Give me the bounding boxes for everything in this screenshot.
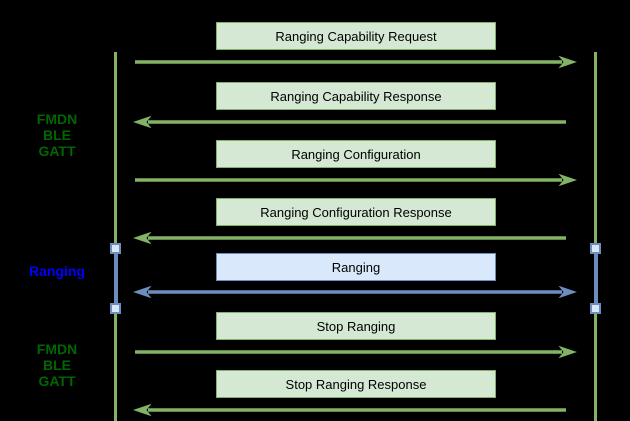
- phase-label-ranging: Ranging: [12, 263, 102, 279]
- message-box-ranging-configuration: Ranging Configuration: [216, 140, 496, 168]
- message-box-ranging-configuration-response: Ranging Configuration Response: [216, 198, 496, 226]
- message-label: Ranging: [331, 259, 381, 275]
- phase-label-fmdn-ble-gatt-bottom: FMDN BLE GATT: [12, 341, 102, 389]
- phase-label-line: GATT: [38, 143, 76, 159]
- message-box-stop-ranging-response: Stop Ranging Response: [216, 370, 496, 398]
- arrow-right-icon: [135, 173, 577, 187]
- phase-label-line: BLE: [43, 357, 71, 373]
- activation-node-right-bottom: [590, 303, 601, 314]
- ranging-activation-right: [593, 248, 598, 308]
- arrow-left-icon: [133, 115, 566, 129]
- message-box-ranging: Ranging: [216, 253, 496, 281]
- phase-label-line: BLE: [43, 127, 71, 143]
- arrow-right-icon: [135, 55, 577, 69]
- phase-label-line: GATT: [38, 373, 76, 389]
- phase-label-line: Ranging: [29, 263, 85, 279]
- lifeline-right: [594, 52, 597, 421]
- message-label: Ranging Configuration: [291, 146, 421, 162]
- arrow-right-icon: [135, 345, 577, 359]
- message-box-stop-ranging: Stop Ranging: [216, 312, 496, 340]
- arrow-bidirectional-icon: [133, 285, 577, 299]
- message-box-ranging-capability-response: Ranging Capability Response: [216, 82, 496, 110]
- phase-label-fmdn-ble-gatt-top: FMDN BLE GATT: [12, 111, 102, 159]
- message-label: Stop Ranging Response: [285, 376, 427, 392]
- message-label: Stop Ranging: [316, 318, 396, 334]
- lifeline-left: [114, 52, 117, 421]
- activation-node-left-top: [110, 243, 121, 254]
- activation-node-left-bottom: [110, 303, 121, 314]
- arrow-left-icon: [133, 403, 566, 417]
- message-label: Ranging Capability Request: [275, 28, 437, 44]
- message-box-ranging-capability-request: Ranging Capability Request: [216, 22, 496, 50]
- message-label: Ranging Capability Response: [270, 88, 442, 104]
- activation-node-right-top: [590, 243, 601, 254]
- phase-label-line: FMDN: [36, 111, 78, 127]
- ranging-activation-left: [113, 248, 118, 308]
- arrow-left-icon: [133, 231, 566, 245]
- message-label: Ranging Configuration Response: [260, 204, 452, 220]
- phase-label-line: FMDN: [36, 341, 78, 357]
